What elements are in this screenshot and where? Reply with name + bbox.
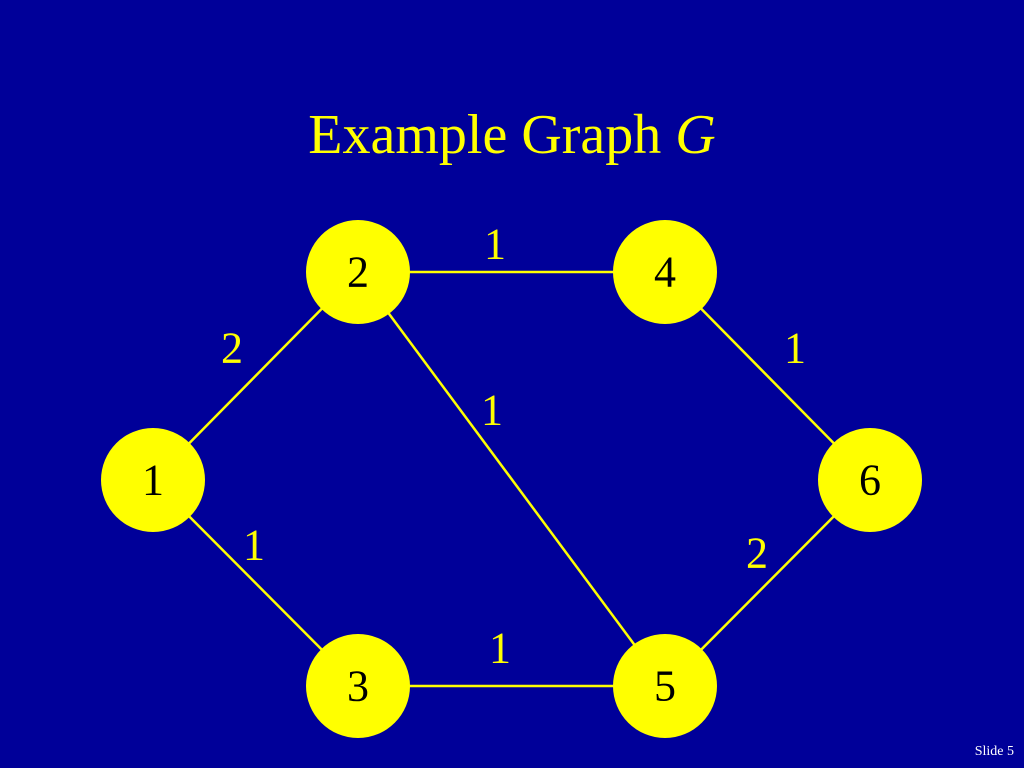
edge-weights-layer: 1 2 1 1 1 2 1 [221, 220, 806, 673]
node-circle-3 [306, 634, 410, 738]
slide-title: Example Graph G [0, 100, 1024, 170]
node-circle-5 [613, 634, 717, 738]
node-label-5: 5 [654, 662, 676, 711]
node-label-6: 6 [859, 456, 881, 505]
slide-number: Slide 5 [974, 744, 1014, 759]
node-3: 3 [306, 634, 410, 738]
edge-weight-2-4: 1 [484, 220, 506, 269]
edge-weight-4-6: 1 [784, 324, 806, 373]
node-4: 4 [613, 220, 717, 324]
edge-weight-5-6: 2 [746, 529, 768, 578]
node-1: 1 [101, 428, 205, 532]
node-6: 6 [818, 428, 922, 532]
node-circle-4 [613, 220, 717, 324]
edge-weight-1-2: 2 [221, 324, 243, 373]
edge-weight-3-5: 1 [489, 624, 511, 673]
node-label-2: 2 [347, 248, 369, 297]
edges-layer [152, 270, 871, 688]
node-label-1: 1 [142, 456, 164, 505]
node-label-3: 3 [347, 662, 369, 711]
node-circle-6 [818, 428, 922, 532]
edge-weight-2-5: 1 [481, 386, 503, 435]
node-circle-1 [101, 428, 205, 532]
edge-weight-1-3: 1 [243, 521, 265, 570]
node-2: 2 [306, 220, 410, 324]
node-label-4: 4 [654, 248, 676, 297]
slide-title-variable: G [675, 104, 716, 166]
node-5: 5 [613, 634, 717, 738]
edge-2-5 [356, 271, 667, 687]
node-circle-2 [306, 220, 410, 324]
slide-title-text: Example Graph [308, 104, 676, 166]
nodes-layer: 1 2 3 4 5 6 [101, 220, 922, 738]
